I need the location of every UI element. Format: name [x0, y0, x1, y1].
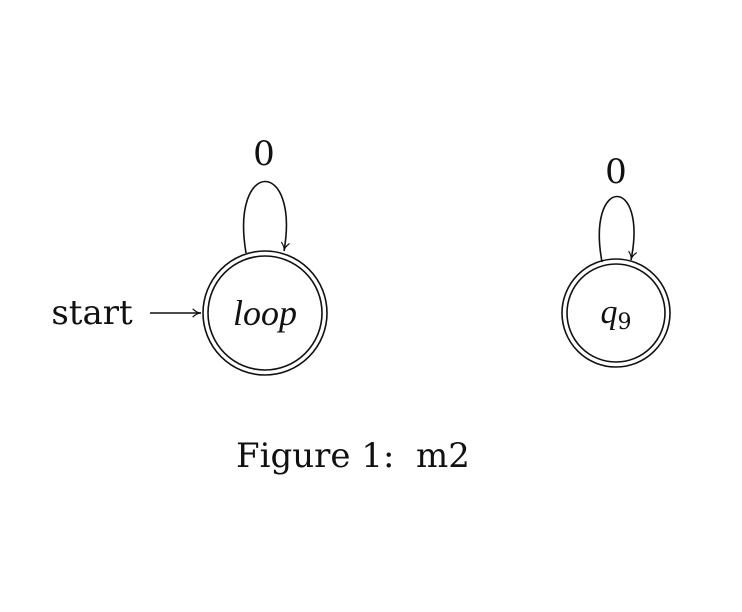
state-loop-inner-circle: [207, 255, 323, 371]
state-loop-name: loop: [233, 293, 297, 333]
state-loop-outer-circle: [202, 250, 328, 376]
state-q9: q9 0: [561, 152, 671, 368]
figure-caption: Figure 1: m2: [236, 436, 470, 476]
state-loop-label: loop: [233, 293, 297, 333]
state-q9-name: q: [601, 294, 618, 331]
state-q9-inner-circle: [566, 263, 666, 363]
state-loop-transition-label: 0: [253, 134, 275, 174]
state-q9-outer-circle: [561, 258, 671, 368]
state-q9-label: q9: [601, 294, 632, 335]
state-q9-transition-label: 0: [605, 152, 627, 192]
state-q9-self-loop: [598, 195, 638, 263]
start-label: start: [51, 293, 133, 333]
state-q9-subscript: 9: [618, 310, 632, 335]
state-loop-self-loop: [242, 180, 290, 254]
state-loop: loop 0: [202, 134, 328, 376]
